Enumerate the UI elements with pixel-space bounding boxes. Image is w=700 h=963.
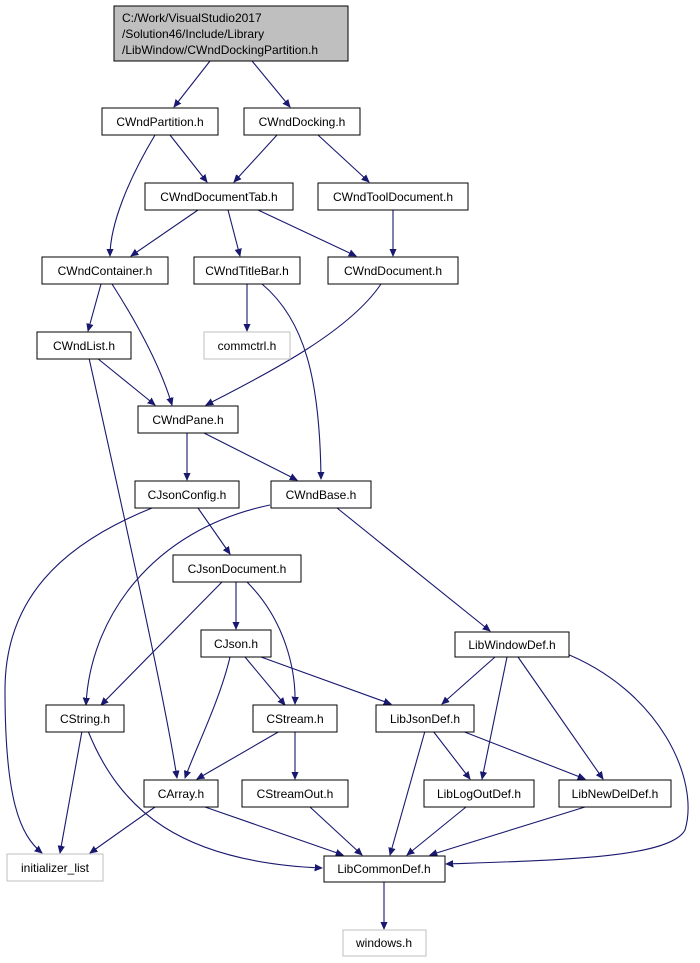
node-cjsonconfig[interactable]: CJsonConfig.h <box>134 480 240 509</box>
node-label: LibWindowDef.h <box>468 638 555 652</box>
root-path-line-3: /LibWindow/CWndDockingPartition.h <box>122 43 318 57</box>
root-node[interactable]: C:/Work/VisualStudio2017 /Solution46/Inc… <box>113 5 349 62</box>
node-cjsondocument[interactable]: CJsonDocument.h <box>172 554 302 583</box>
node-cwnddocumenttab[interactable]: CWndDocumentTab.h <box>144 182 294 211</box>
node-label: CArray.h <box>158 787 204 801</box>
edge-libwindowdef-to-liblogoutdef <box>482 656 508 779</box>
edge-wndbase-to-libwindowdef <box>336 507 490 631</box>
node-label: CWndContainer.h <box>58 264 153 278</box>
node-label: CWndPartition.h <box>116 115 203 129</box>
edge-documenttab-to-document <box>257 209 356 257</box>
node-label: CJsonConfig.h <box>148 488 227 502</box>
edge-root-to-docking <box>251 60 290 107</box>
edge-container-to-pane <box>111 283 172 405</box>
node-windows[interactable]: windows.h <box>342 929 427 957</box>
node-label: CWndPane.h <box>152 413 223 427</box>
node-libwindowdef[interactable]: LibWindowDef.h <box>454 631 570 658</box>
edge-partition-to-documenttab <box>169 134 207 182</box>
node-label: LibCommonDef.h <box>337 862 430 876</box>
node-cstring[interactable]: CString.h <box>45 704 125 733</box>
edge-pane-to-wndbase <box>203 432 297 481</box>
edge-docking-to-documenttab <box>234 134 278 182</box>
edge-jsondocument-to-stream <box>246 581 295 704</box>
node-cwndlist[interactable]: CWndList.h <box>36 331 132 360</box>
node-label: CWndDocument.h <box>344 264 442 278</box>
node-initializer-list[interactable]: initializer_list <box>6 853 104 882</box>
edge-document-to-pane <box>206 283 382 406</box>
node-cwndcontainer[interactable]: CWndContainer.h <box>41 256 169 285</box>
node-label: windows.h <box>355 936 412 950</box>
edge-jsonconfig-to-jsondocument <box>197 507 230 554</box>
edge-list-to-pane <box>96 357 155 405</box>
node-cwndpartition[interactable]: CWndPartition.h <box>101 107 219 136</box>
node-label: CStreamOut.h <box>257 787 334 801</box>
node-label: commctrl.h <box>218 339 277 353</box>
node-label: LibNewDelDef.h <box>572 787 659 801</box>
edge-titlebar-to-wndbase <box>261 283 321 479</box>
edge-libwindowdef-to-libcommondef <box>446 651 689 864</box>
node-label: CWndDocumentTab.h <box>160 190 277 204</box>
edge-array-to-initializerlist <box>90 806 156 853</box>
edge-libjsondef-to-liblogoutdef <box>432 730 470 779</box>
node-cwndtooldocument[interactable]: CWndToolDocument.h <box>317 182 469 211</box>
edge-array-to-libcommondef <box>204 806 343 855</box>
edge-root-to-partition <box>174 60 211 107</box>
edge-streamout-to-libcommondef <box>309 806 362 855</box>
edge-libjsondef-to-libnewdeldef <box>461 730 585 779</box>
edge-liblogoutdef-to-libcommondef <box>407 806 467 855</box>
node-libcommondef[interactable]: LibCommonDef.h <box>323 855 446 883</box>
edge-libjsondef-to-libcommondef <box>390 730 426 855</box>
edge-string-to-libcommondef <box>87 730 322 868</box>
node-cwndpane[interactable]: CWndPane.h <box>137 405 239 434</box>
node-label: CStream.h <box>266 712 323 726</box>
edge-documenttab-to-container <box>131 209 199 256</box>
edge-libnewdeldef-to-libcommondef <box>430 806 586 855</box>
node-cwnddocking[interactable]: CWndDocking.h <box>243 107 361 136</box>
node-label: CString.h <box>60 712 110 726</box>
edge-documenttab-to-titlebar <box>227 209 240 256</box>
node-libjsondef[interactable]: LibJsonDef.h <box>375 704 475 733</box>
edge-docking-to-tooldocument <box>317 134 369 182</box>
node-cstream[interactable]: CStream.h <box>252 704 338 733</box>
edge-string-to-initializerlist <box>60 730 83 853</box>
node-label: initializer_list <box>21 861 90 875</box>
node-commctrl[interactable]: commctrl.h <box>203 331 291 360</box>
node-cstreamout[interactable]: CStreamOut.h <box>241 779 349 808</box>
edge-list-to-array <box>88 357 177 778</box>
node-label: LibLogOutDef.h <box>437 787 521 801</box>
node-label: CWndToolDocument.h <box>333 190 453 204</box>
node-label: LibJsonDef.h <box>390 712 460 726</box>
node-label: CJsonDocument.h <box>188 562 287 576</box>
edge-libwindowdef-to-libnewdeldef <box>517 656 603 779</box>
edges <box>4 60 689 929</box>
node-cjson[interactable]: CJson.h <box>200 629 272 658</box>
edge-container-to-list <box>88 283 102 331</box>
node-cwnddocument[interactable]: CWndDocument.h <box>327 256 459 285</box>
node-label: CWndTitleBar.h <box>205 264 289 278</box>
root-path-line-1: C:/Work/VisualStudio2017 <box>122 11 262 25</box>
node-cwndbase[interactable]: CWndBase.h <box>270 480 372 509</box>
edge-wndbase-to-string <box>86 504 271 705</box>
edge-json-to-stream <box>244 656 285 705</box>
edge-partition-to-container <box>110 134 156 256</box>
edge-stream-to-array <box>197 730 281 779</box>
node-label: CWndDocking.h <box>259 115 346 129</box>
edge-jsondocument-to-string <box>101 581 223 705</box>
node-liblogoutdef[interactable]: LibLogOutDef.h <box>423 779 535 808</box>
node-cwndtitlebar[interactable]: CWndTitleBar.h <box>193 256 301 285</box>
nodes: C:/Work/VisualStudio2017 /Solution46/Inc… <box>6 5 672 957</box>
node-label: CWndList.h <box>53 339 115 353</box>
edge-json-to-libjsondef <box>260 656 391 704</box>
edge-json-to-array <box>185 656 231 778</box>
edge-libwindowdef-to-libjsondef <box>442 656 496 704</box>
node-label: CWndBase.h <box>286 488 357 502</box>
node-label: CJson.h <box>214 637 258 651</box>
node-libnewdeldef[interactable]: LibNewDelDef.h <box>558 779 672 808</box>
edge-jsonconfig-to-initializerlist <box>4 507 153 853</box>
root-path-line-2: /Solution46/Include/Library <box>122 27 264 41</box>
node-carray[interactable]: CArray.h <box>143 779 219 808</box>
